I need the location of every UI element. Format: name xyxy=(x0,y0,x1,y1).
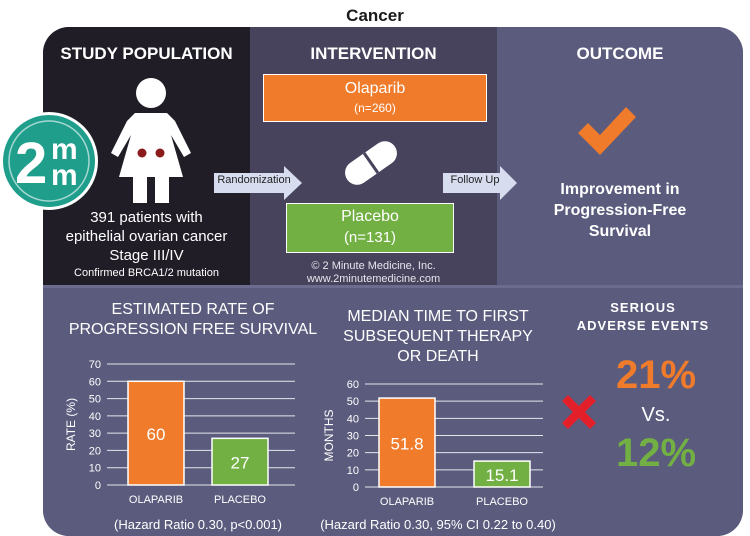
pill-icon xyxy=(345,141,397,185)
pfs-chart-title-1: ESTIMATED RATE OF xyxy=(111,301,275,318)
tfst-chart-title-3: OR DEATH xyxy=(397,348,479,365)
y-tick-label: 10 xyxy=(347,465,359,477)
y-tick-label: 70 xyxy=(89,359,101,371)
svg-text:m: m xyxy=(51,159,78,192)
bar-value-label: 51.8 xyxy=(390,435,423,454)
olaparib-arm-name: Olaparib xyxy=(344,80,406,97)
sae-title-1: SERIOUS xyxy=(610,300,676,315)
population-mutation: Confirmed BRCA1/2 mutation xyxy=(74,267,219,279)
infographic-frame: STUDY POPULATION INTERVENTION OUTCOME 39… xyxy=(43,27,743,536)
pfs-chart-title-2: PROGRESSION FREE SURVIVAL xyxy=(68,321,318,338)
two-minute-medicine-logo: 2 m m xyxy=(0,112,98,210)
y-tick-label: 50 xyxy=(89,394,101,406)
population-stage: Stage III/IV xyxy=(109,247,184,264)
y-tick-label: 40 xyxy=(347,413,359,425)
page-title: Cancer xyxy=(346,6,404,25)
y-axis-label: MONTHS xyxy=(322,410,336,462)
olaparib-arm-box: Olaparib (n=260) xyxy=(263,74,487,122)
checkmark-icon xyxy=(578,107,636,155)
pfs-hazard-note: (Hazard Ratio 0.30, p<0.001) xyxy=(113,517,283,532)
outcome-line-3: Survival xyxy=(588,223,652,240)
y-tick-label: 0 xyxy=(353,482,359,494)
bar-placebo xyxy=(211,437,269,486)
study-population-header: STUDY POPULATION xyxy=(60,44,233,63)
bar-value-label: 15.1 xyxy=(485,466,518,485)
website-line: www.2minutemedicine.com xyxy=(306,273,441,285)
outcome-header: OUTCOME xyxy=(576,44,664,63)
bar-olaparib xyxy=(378,397,436,488)
red-x-icon xyxy=(562,395,596,429)
y-tick-label: 60 xyxy=(347,379,359,391)
randomization-label: Randomization xyxy=(217,174,291,186)
placebo-arm-n: (n=131) xyxy=(343,229,397,246)
y-tick-label: 40 xyxy=(89,411,101,423)
bar-value-label: 60 xyxy=(147,425,166,444)
y-tick-label: 0 xyxy=(95,480,101,492)
tfst-chart-title-2: SUBSEQUENT THERAPY xyxy=(343,328,533,345)
placebo-sae-percent: 12% xyxy=(615,431,697,475)
y-tick-label: 50 xyxy=(347,396,359,408)
randomization-arrow-icon xyxy=(214,166,302,200)
outcome-line-1: Improvement in xyxy=(560,181,680,198)
section-divider xyxy=(43,285,743,288)
tfst-chart-title-1: MEDIAN TIME TO FIRST xyxy=(347,308,529,325)
x-category-label: PLACEBO xyxy=(214,494,266,506)
intervention-header: INTERVENTION xyxy=(310,44,437,63)
y-tick-label: 20 xyxy=(347,448,359,460)
sae-vs-label: Vs. xyxy=(641,404,671,426)
svg-text:2: 2 xyxy=(15,131,47,196)
placebo-arm-name: Placebo xyxy=(341,208,399,225)
y-tick-label: 60 xyxy=(89,376,101,388)
y-tick-label: 10 xyxy=(89,463,101,475)
bar-placebo xyxy=(473,460,531,488)
follow-up-arrow-icon xyxy=(443,166,517,200)
placebo-arm-box: Placebo (n=131) xyxy=(286,203,454,253)
patient-figure-icon xyxy=(111,78,191,203)
y-axis-label: RATE (%) xyxy=(64,398,78,451)
x-category-label: OLAPARIB xyxy=(380,496,434,508)
y-tick-label: 30 xyxy=(89,428,101,440)
svg-text:m: m xyxy=(51,133,78,166)
olaparib-sae-percent: 21% xyxy=(615,353,697,397)
tfst-hazard-note: (Hazard Ratio 0.30, 95% CI 0.22 to 0.40) xyxy=(320,517,556,532)
population-count: 391 patients with xyxy=(90,209,203,226)
follow-up-label: Follow Up xyxy=(450,174,500,186)
logo-glyph-icon: 2 m m xyxy=(8,120,90,202)
x-category-label: PLACEBO xyxy=(476,496,528,508)
x-category-label: OLAPARIB xyxy=(129,494,183,506)
outcome-panel xyxy=(497,27,743,287)
y-tick-label: 20 xyxy=(89,445,101,457)
y-tick-label: 30 xyxy=(347,431,359,443)
bar-olaparib xyxy=(127,380,185,486)
outcome-line-2: Progression-Free xyxy=(553,202,687,219)
population-diagnosis: epithelial ovarian cancer xyxy=(65,228,228,245)
copyright-line: © 2 Minute Medicine, Inc. xyxy=(311,260,436,272)
bar-value-label: 27 xyxy=(231,454,250,473)
sae-title-2: ADVERSE EVENTS xyxy=(576,318,710,333)
olaparib-arm-n: (n=260) xyxy=(354,101,396,115)
